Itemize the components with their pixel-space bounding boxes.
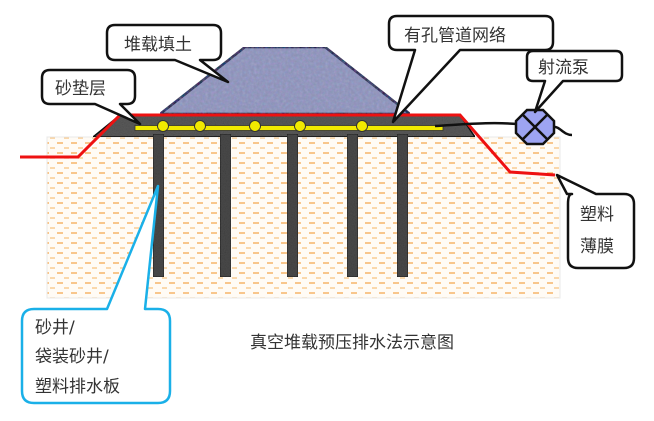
- pipe-node: [294, 120, 306, 132]
- vertical-drain: [396, 133, 409, 278]
- plastic-film: [20, 113, 556, 177]
- callout-pipe-network: 有孔管道网络: [387, 14, 555, 124]
- label-sand-cushion: 砂垫层: [55, 79, 106, 99]
- callout-jet-pump: 射流泵: [525, 49, 624, 114]
- label-fill: 堆载填土: [124, 35, 192, 55]
- vertical-drain: [346, 133, 359, 278]
- jet-pump: [514, 108, 556, 146]
- pipe-node: [249, 120, 261, 132]
- label-drain-line1: 砂井/: [35, 318, 75, 338]
- label-film-line2: 薄膜: [580, 237, 614, 257]
- perforated-pipe: [134, 120, 444, 132]
- callout-vertical-drains: 砂井/ 袋装砂井/ 塑料排水板: [20, 184, 172, 405]
- diagram-title: 真空堆载预压排水法示意图: [250, 333, 454, 353]
- pipe-node: [194, 120, 206, 132]
- callout-plastic-film: 塑料 薄膜: [555, 173, 636, 270]
- label-pipe-network: 有孔管道网络: [404, 26, 506, 46]
- callout-sand-cushion: 砂垫层: [40, 68, 142, 126]
- pipe-node: [157, 120, 169, 132]
- callout-fill: 堆载填土: [105, 23, 230, 84]
- label-film-line1: 塑料: [580, 205, 614, 225]
- jet-pump-cross-2: [522, 114, 548, 140]
- vertical-drains: [152, 133, 409, 278]
- pipe-node: [356, 120, 368, 132]
- label-jet-pump: 射流泵: [538, 58, 589, 78]
- suction-pipe: [434, 121, 519, 128]
- label-drain-line2: 袋装砂井/: [35, 347, 109, 367]
- label-drain-line3: 塑料排水板: [35, 377, 120, 397]
- vertical-drain: [286, 133, 299, 278]
- vertical-drain: [219, 133, 232, 278]
- outlet-pipe: [552, 125, 573, 137]
